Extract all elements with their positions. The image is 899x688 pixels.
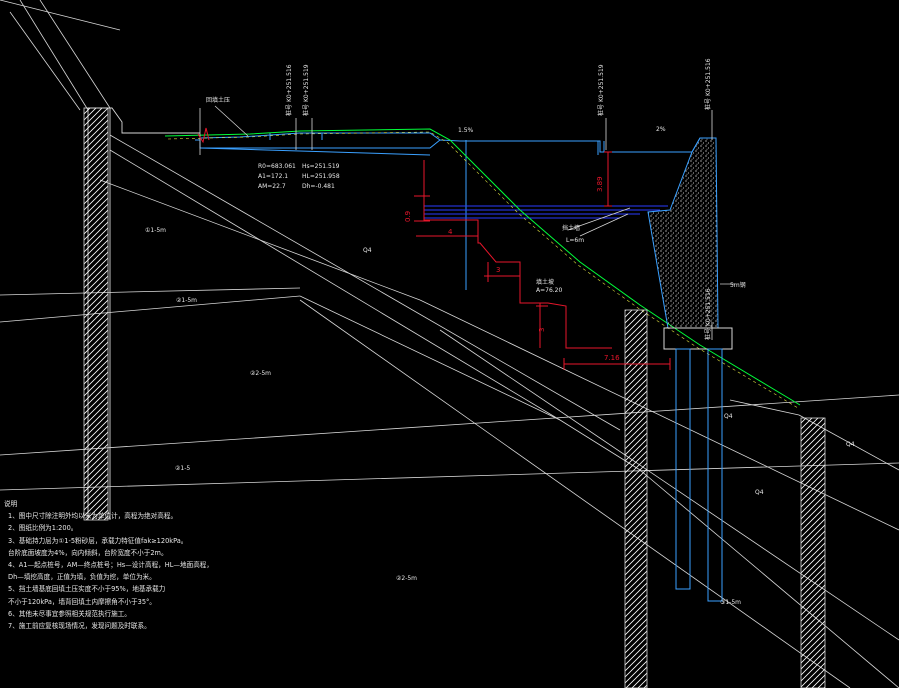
station-2: K0+251.519: [303, 64, 310, 102]
road-label: 回填土压: [206, 96, 230, 104]
leader-lines: [214, 105, 735, 285]
station-5: K0+251.516: [705, 288, 712, 326]
dim-3a: 3: [496, 266, 500, 274]
dim-7-16: 7.16: [604, 354, 620, 362]
note-item: 3、基础持力层为①1-5粉砂层，承载力特征值fak≥120kPa。: [8, 536, 188, 545]
curve-r: R0=683.061: [258, 163, 296, 170]
station-lines: [199, 108, 713, 340]
note-item: 1、图中尺寸除注明外均以米为单位计，高程为绝对高程。: [8, 512, 178, 521]
soil-4: ②1-5: [175, 465, 190, 472]
soil-3: ②2-5m: [250, 370, 271, 377]
station-3: K0+251.519: [598, 64, 605, 102]
slope-2: 2%: [656, 126, 666, 133]
station-4-pre: 桩号: [704, 98, 712, 110]
pile-cap: [663, 327, 733, 350]
road-structure: [195, 132, 716, 290]
notes-title: 说明: [4, 500, 18, 508]
note-item: 台阶底面坡度为4%，向内倾斜，台阶宽度不小于2m。: [8, 548, 168, 557]
curve-hl: HL=251.958: [302, 173, 340, 180]
curve-a: A1=172.1: [258, 173, 288, 180]
label-wall-5m: 5m钢: [730, 281, 746, 289]
note-item: Dh—填挖高度，正值为填，负值为挖，单位为米。: [8, 573, 156, 582]
soil-1: ①1-5m: [145, 227, 166, 234]
retaining-wall: [647, 137, 719, 329]
soil-2: ②1-5m: [176, 297, 197, 304]
station-2-pre: 桩号: [302, 104, 310, 116]
soil-9: Q4: [846, 441, 855, 448]
right-piles: [624, 309, 826, 688]
note-item: 6、其他未尽事宜参照相关规范执行施工。: [8, 609, 131, 618]
notes-block: 说明 1、图中尺寸除注明外均以米为单位计，高程为绝对高程。 2、图纸比例为1:2…: [4, 498, 344, 632]
curve-dh: Dh=-0.481: [302, 183, 335, 190]
soil-8: Q4: [755, 489, 764, 496]
dim-3-89: 3.89: [596, 176, 604, 192]
station-3-pre: 桩号: [597, 104, 605, 116]
soil-5: ②2-5m: [396, 575, 417, 582]
note-item: 5、挡土墙基底回填土压实度不小于95%，地基承载力: [8, 585, 166, 594]
dim-4: 4: [448, 228, 453, 236]
station-1: K0+251.516: [286, 64, 293, 102]
dim-0-9: 0.9: [404, 211, 412, 222]
note-item: 不小于120kPa，墙背回填土内摩擦角不小于35°。: [8, 597, 156, 606]
excavation-steps: [414, 151, 671, 370]
water-lines: [424, 205, 668, 219]
station-4: K0+251.516: [705, 58, 712, 96]
slope-1: 1.5%: [458, 127, 474, 134]
soil-7: Q4: [724, 413, 733, 420]
curve-am: AM=22.7: [258, 183, 286, 190]
station-1-pre: 桩号: [285, 104, 293, 116]
note-item: 4、A1—起点桩号，AM—终点桩号；Hs—设计高程，HL—地面高程，: [8, 561, 213, 570]
label-wall-l2: L=6m: [566, 237, 584, 244]
curve-hs: Hs=251.519: [302, 163, 340, 170]
soil-6: Q4: [363, 247, 372, 254]
dim-3b: 3: [538, 328, 546, 332]
left-marker: [197, 127, 210, 144]
label-slope: 填土坡: [536, 278, 554, 286]
label-wall-l: 挡土墙: [562, 224, 580, 232]
label-slope2: A=76.20: [536, 287, 562, 294]
soil-10: ③1-5m: [720, 599, 741, 606]
note-item: 7、施工前应复核现场情况，发现问题及时联系。: [8, 622, 151, 631]
note-item: 2、图纸比例为1:200。: [8, 524, 78, 533]
left-pile: [83, 107, 109, 521]
station-5-pre: 桩号: [704, 328, 712, 340]
